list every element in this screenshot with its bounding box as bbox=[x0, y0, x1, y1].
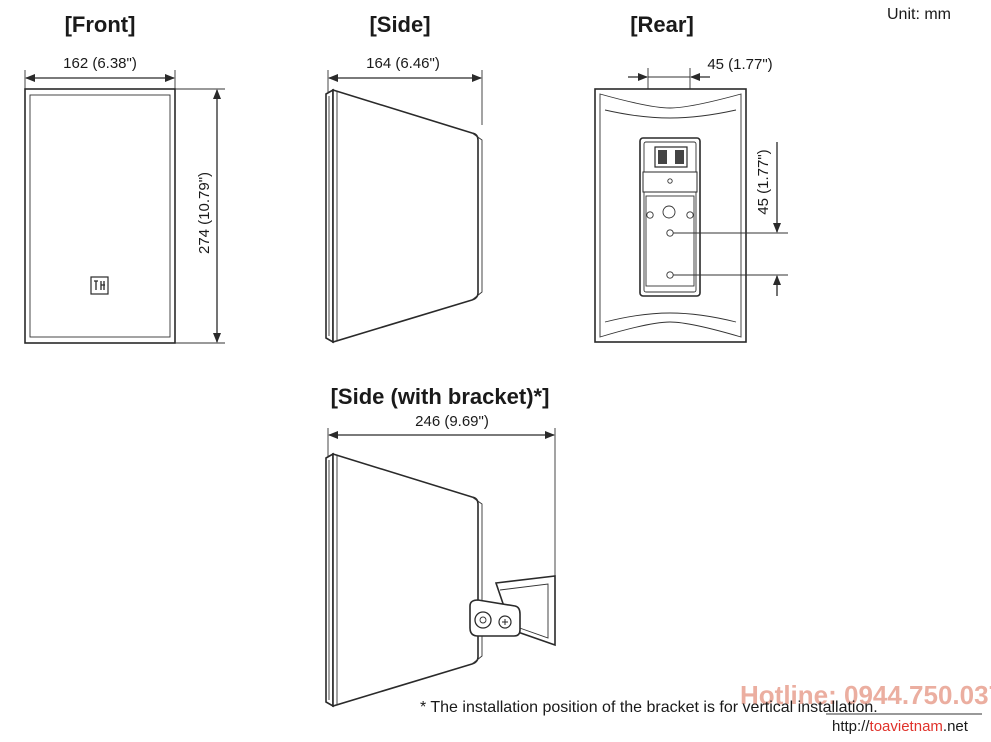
side-grille bbox=[325, 88, 334, 344]
rear-title: [Rear] bbox=[630, 12, 694, 37]
rear-view: [Rear] 45 (1.77") 45 (1.77") bbox=[594, 12, 788, 343]
side-title: [Side] bbox=[369, 12, 430, 37]
url-suffix: .net bbox=[943, 718, 969, 735]
front-width-label: 162 (6.38") bbox=[63, 55, 137, 72]
hotline-watermark: Hotline: 0944.750.037 bbox=[740, 680, 991, 710]
front-height-label: 274 (10.79") bbox=[196, 172, 213, 254]
side-view: [Side] 164 (6.46") bbox=[325, 12, 483, 344]
rear-horizontal-label: 45 (1.77") bbox=[707, 56, 772, 73]
side-cabinet bbox=[332, 88, 479, 344]
url-brand: toavietnam bbox=[870, 718, 943, 735]
side-bracket-cabinet bbox=[332, 452, 479, 708]
mount-hole bbox=[662, 205, 676, 219]
front-view: [Front] 162 (6.38") 274 (10.79") bbox=[24, 12, 225, 344]
website-url: http://toavietnam.net bbox=[832, 718, 969, 735]
side-bracket-view: [Side (with bracket)*] 246 (9.69") bbox=[325, 384, 556, 708]
url-prefix: http:// bbox=[832, 718, 870, 735]
rear-vertical-label: 45 (1.77") bbox=[755, 149, 772, 214]
toa-logo-icon bbox=[90, 276, 109, 295]
side-bracket-depth-label: 246 (9.69") bbox=[415, 413, 489, 430]
front-title: [Front] bbox=[65, 12, 136, 37]
unit-label: Unit: mm bbox=[887, 6, 951, 23]
bracket-knob-icon bbox=[474, 611, 492, 629]
side-depth-label: 164 (6.46") bbox=[366, 55, 440, 72]
footnote: * The installation position of the brack… bbox=[420, 699, 878, 716]
front-cabinet bbox=[24, 88, 176, 344]
side-bracket-title: [Side (with bracket)*] bbox=[331, 384, 550, 409]
wall-bracket bbox=[469, 575, 556, 647]
